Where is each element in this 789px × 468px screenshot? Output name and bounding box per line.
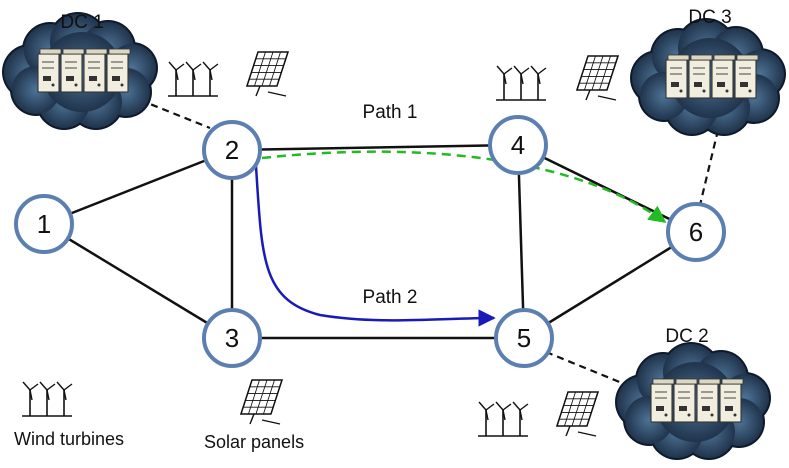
solar-panel-icon	[555, 391, 600, 437]
node-2: 2	[202, 120, 262, 180]
node-5-label: 5	[517, 323, 531, 353]
dc2-link	[545, 350, 623, 385]
nodes-layer: 1 2 3 4 5 6	[14, 115, 726, 368]
node-4-label: 4	[511, 130, 525, 160]
link-2-4	[231, 143, 519, 152]
legend-wind-label: Wind turbines	[14, 429, 124, 449]
link-5-6	[523, 230, 697, 340]
wind-turbine-icon	[496, 65, 547, 101]
node-1-label: 1	[37, 209, 51, 239]
dc1-link	[139, 98, 211, 130]
datacenter-dc3: DC 3	[630, 7, 786, 136]
node-6-label: 6	[689, 217, 703, 247]
legend: Wind turbines Solar panels	[14, 379, 304, 452]
node-2-label: 2	[225, 135, 239, 165]
solar-panel-icon	[575, 55, 620, 101]
path-2-label: Path 2	[363, 287, 418, 308]
legend-solar-label: Solar panels	[204, 432, 304, 452]
dc2-label: DC 2	[665, 326, 708, 347]
node-3-label: 3	[225, 323, 239, 353]
link-1-3	[43, 222, 233, 340]
links-layer	[43, 98, 720, 385]
node-5: 5	[494, 308, 554, 368]
wind-turbine-icon	[168, 61, 219, 97]
dc3-label: DC 3	[688, 7, 731, 28]
dc1-label: DC 1	[60, 12, 103, 33]
datacenter-dc2: DC 2	[615, 326, 771, 460]
solar-panel-icon	[239, 379, 284, 425]
link-1-2	[43, 148, 233, 226]
wind-turbine-icon	[478, 401, 529, 437]
link-4-5	[516, 144, 526, 339]
node-3: 3	[202, 308, 262, 368]
solar-panel-icon	[245, 51, 290, 97]
node-6: 6	[666, 202, 726, 262]
node-4: 4	[488, 115, 548, 175]
datacenter-dc1: DC 1	[2, 12, 158, 130]
path-2-arrow	[254, 165, 496, 327]
path-1-label: Path 1	[363, 102, 418, 123]
dc3-link	[698, 129, 720, 206]
wind-turbine-icon	[22, 381, 73, 417]
node-1: 1	[14, 194, 74, 254]
